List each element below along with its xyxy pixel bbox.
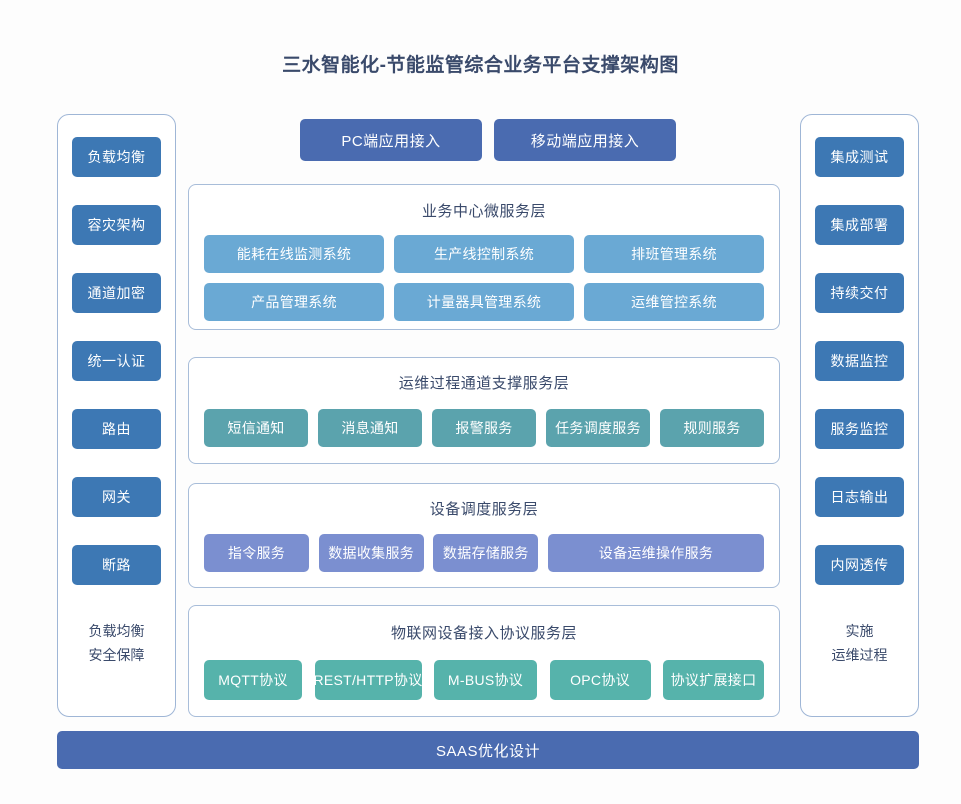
left-pillar-item-routing[interactable]: 路由 (72, 409, 161, 449)
right-pillar-footer-line2: 运维过程 (831, 647, 888, 663)
node-message-notification[interactable]: 消息通知 (318, 409, 422, 447)
node-sms-notification[interactable]: 短信通知 (204, 409, 308, 447)
layer-iot-row-1: MQTT协议 REST/HTTP协议 M-BUS协议 OPC协议 协议扩展接口 (189, 660, 779, 700)
access-bar-row: PC端应用接入 移动端应用接入 (300, 119, 676, 161)
layer-ops-title: 运维过程通道支撑服务层 (398, 375, 570, 392)
layer-business-title: 业务中心微服务层 (421, 203, 546, 220)
right-pillar-item-log-output[interactable]: 日志输出 (815, 477, 904, 517)
left-pillar-item-circuit-breaker[interactable]: 断路 (72, 545, 161, 585)
left-pillar-item-unified-auth[interactable]: 统一认证 (72, 341, 161, 381)
node-alarm-service[interactable]: 报警服务 (432, 409, 536, 447)
node-protocol-extension-interface[interactable]: 协议扩展接口 (663, 660, 764, 700)
right-pillar-footer: 实施 运维过程 (832, 619, 888, 667)
access-bar-mobile[interactable]: 移动端应用接入 (494, 119, 676, 161)
right-pillar-item-integration-test[interactable]: 集成测试 (815, 137, 904, 177)
node-energy-monitoring-system[interactable]: 能耗在线监测系统 (204, 235, 384, 273)
access-bar-pc[interactable]: PC端应用接入 (300, 119, 482, 161)
node-mqtt-protocol[interactable]: MQTT协议 (204, 660, 302, 700)
node-command-service[interactable]: 指令服务 (204, 534, 309, 572)
layer-device-title: 设备调度服务层 (429, 501, 539, 518)
layer-iot-protocol: 物联网设备接入协议服务层 MQTT协议 REST/HTTP协议 M-BUS协议 … (188, 605, 780, 717)
bottom-bar-saas[interactable]: SAAS优化设计 (57, 731, 919, 769)
right-pillar-item-integration-deploy[interactable]: 集成部署 (815, 205, 904, 245)
left-pillar-footer-line2: 安全保障 (88, 647, 145, 663)
layer-iot-title: 物联网设备接入协议服务层 (390, 625, 577, 642)
node-shift-management-system[interactable]: 排班管理系统 (584, 235, 764, 273)
layer-business-row-2: 产品管理系统 计量器具管理系统 运维管控系统 (189, 283, 779, 321)
node-metering-instrument-management-system[interactable]: 计量器具管理系统 (394, 283, 574, 321)
left-pillar-footer-line1: 负载均衡 (88, 623, 145, 639)
left-pillar-footer: 负载均衡 安全保障 (89, 619, 145, 667)
right-pillar-item-intranet-tunnel[interactable]: 内网透传 (815, 545, 904, 585)
node-data-storage-service[interactable]: 数据存储服务 (433, 534, 539, 572)
right-pillar-footer-line1: 实施 (845, 623, 874, 639)
right-pillar-item-service-monitoring[interactable]: 服务监控 (815, 409, 904, 449)
node-device-ops-operation-service[interactable]: 设备运维操作服务 (547, 534, 764, 572)
node-task-scheduling-service[interactable]: 任务调度服务 (546, 409, 650, 447)
node-mbus-protocol[interactable]: M-BUS协议 (434, 660, 537, 700)
layer-device-row-1: 指令服务 数据收集服务 数据存储服务 设备运维操作服务 (189, 534, 779, 572)
right-pillar-item-continuous-delivery[interactable]: 持续交付 (815, 273, 904, 313)
node-production-line-control-system[interactable]: 生产线控制系统 (394, 235, 574, 273)
right-pillar-item-data-monitoring[interactable]: 数据监控 (815, 341, 904, 381)
node-rule-service[interactable]: 规则服务 (660, 409, 764, 447)
layer-business-row-1: 能耗在线监测系统 生产线控制系统 排班管理系统 (189, 235, 779, 273)
node-product-management-system[interactable]: 产品管理系统 (204, 283, 384, 321)
layer-business-microservice: 业务中心微服务层 能耗在线监测系统 生产线控制系统 排班管理系统 产品管理系统 … (188, 184, 780, 330)
layer-ops-row-1: 短信通知 消息通知 报警服务 任务调度服务 规则服务 (189, 409, 779, 447)
node-opc-protocol[interactable]: OPC协议 (549, 660, 651, 700)
page-title: 三水智能化-节能监管综合业务平台支撑架构图 (282, 55, 679, 76)
node-ops-control-system[interactable]: 运维管控系统 (584, 283, 764, 321)
node-data-collection-service[interactable]: 数据收集服务 (318, 534, 424, 572)
layer-ops-channel-support: 运维过程通道支撑服务层 短信通知 消息通知 报警服务 任务调度服务 规则服务 (188, 357, 780, 464)
left-pillar-item-disaster-recovery[interactable]: 容灾架构 (72, 205, 161, 245)
node-rest-http-protocol[interactable]: REST/HTTP协议 (313, 660, 422, 700)
left-pillar-item-load-balance[interactable]: 负载均衡 (72, 137, 161, 177)
left-pillar: 负载均衡 容灾架构 通道加密 统一认证 路由 网关 断路 负载均衡 安全保障 (57, 114, 176, 717)
left-pillar-item-channel-encryption[interactable]: 通道加密 (72, 273, 161, 313)
left-pillar-item-gateway[interactable]: 网关 (72, 477, 161, 517)
layer-device-scheduling: 设备调度服务层 指令服务 数据收集服务 数据存储服务 设备运维操作服务 (188, 483, 780, 588)
right-pillar: 集成测试 集成部署 持续交付 数据监控 服务监控 日志输出 内网透传 实施 运维… (800, 114, 919, 717)
